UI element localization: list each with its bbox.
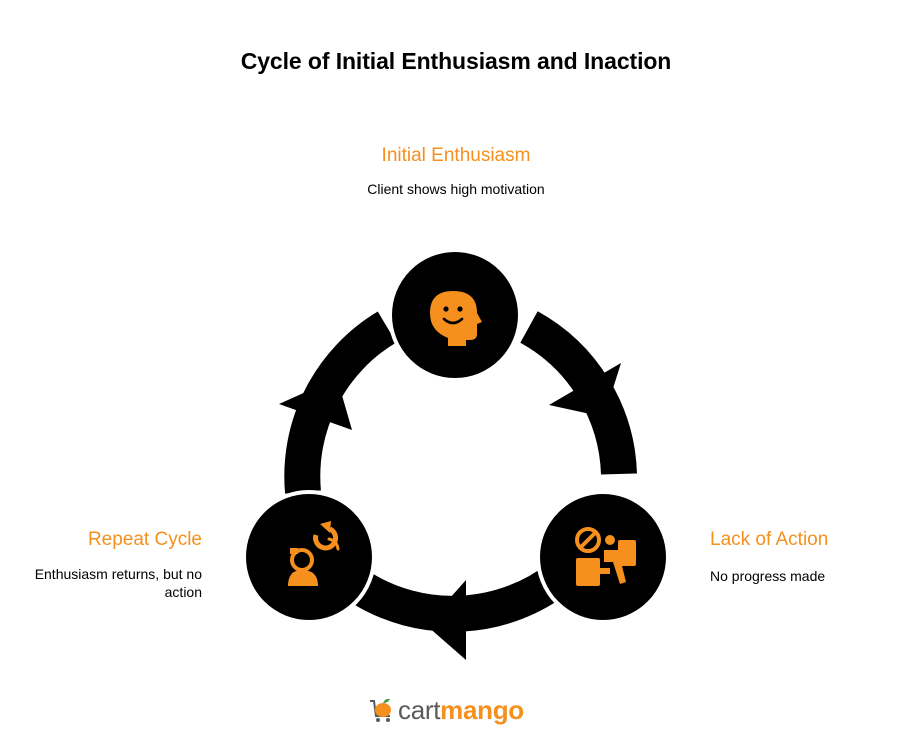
mango-cart-icon	[370, 698, 391, 722]
node-desc-lack-of-action: No progress made	[710, 568, 826, 584]
arrowhead-bottom	[426, 580, 466, 660]
node-desc-repeat-cycle: Enthusiasm returns, but no action	[34, 566, 202, 600]
node-lack-of-action	[536, 490, 670, 624]
blocked-person-icon	[575, 527, 636, 586]
cartmango-logo: cartmango	[368, 692, 524, 728]
logo-text-cart: cart	[398, 694, 441, 725]
node-label-repeat-cycle: Repeat Cycle	[87, 529, 202, 550]
node-repeat-cycle	[242, 490, 376, 624]
diagram-title: Cycle of Initial Enthusiasm and Inaction	[240, 48, 672, 74]
smiling-head-icon	[430, 291, 482, 346]
arrowhead-left	[279, 378, 352, 430]
node-label-lack-of-action: Lack of Action	[710, 529, 829, 550]
repeat-person-icon	[288, 521, 340, 586]
logo-text-mango: mango	[440, 694, 524, 725]
node-initial-enthusiasm	[388, 248, 522, 382]
node-label-initial-enthusiasm: Initial Enthusiasm	[381, 145, 531, 166]
arrowhead-top-right	[549, 363, 621, 417]
node-desc-initial-enthusiasm: Client shows high motivation	[367, 181, 545, 197]
